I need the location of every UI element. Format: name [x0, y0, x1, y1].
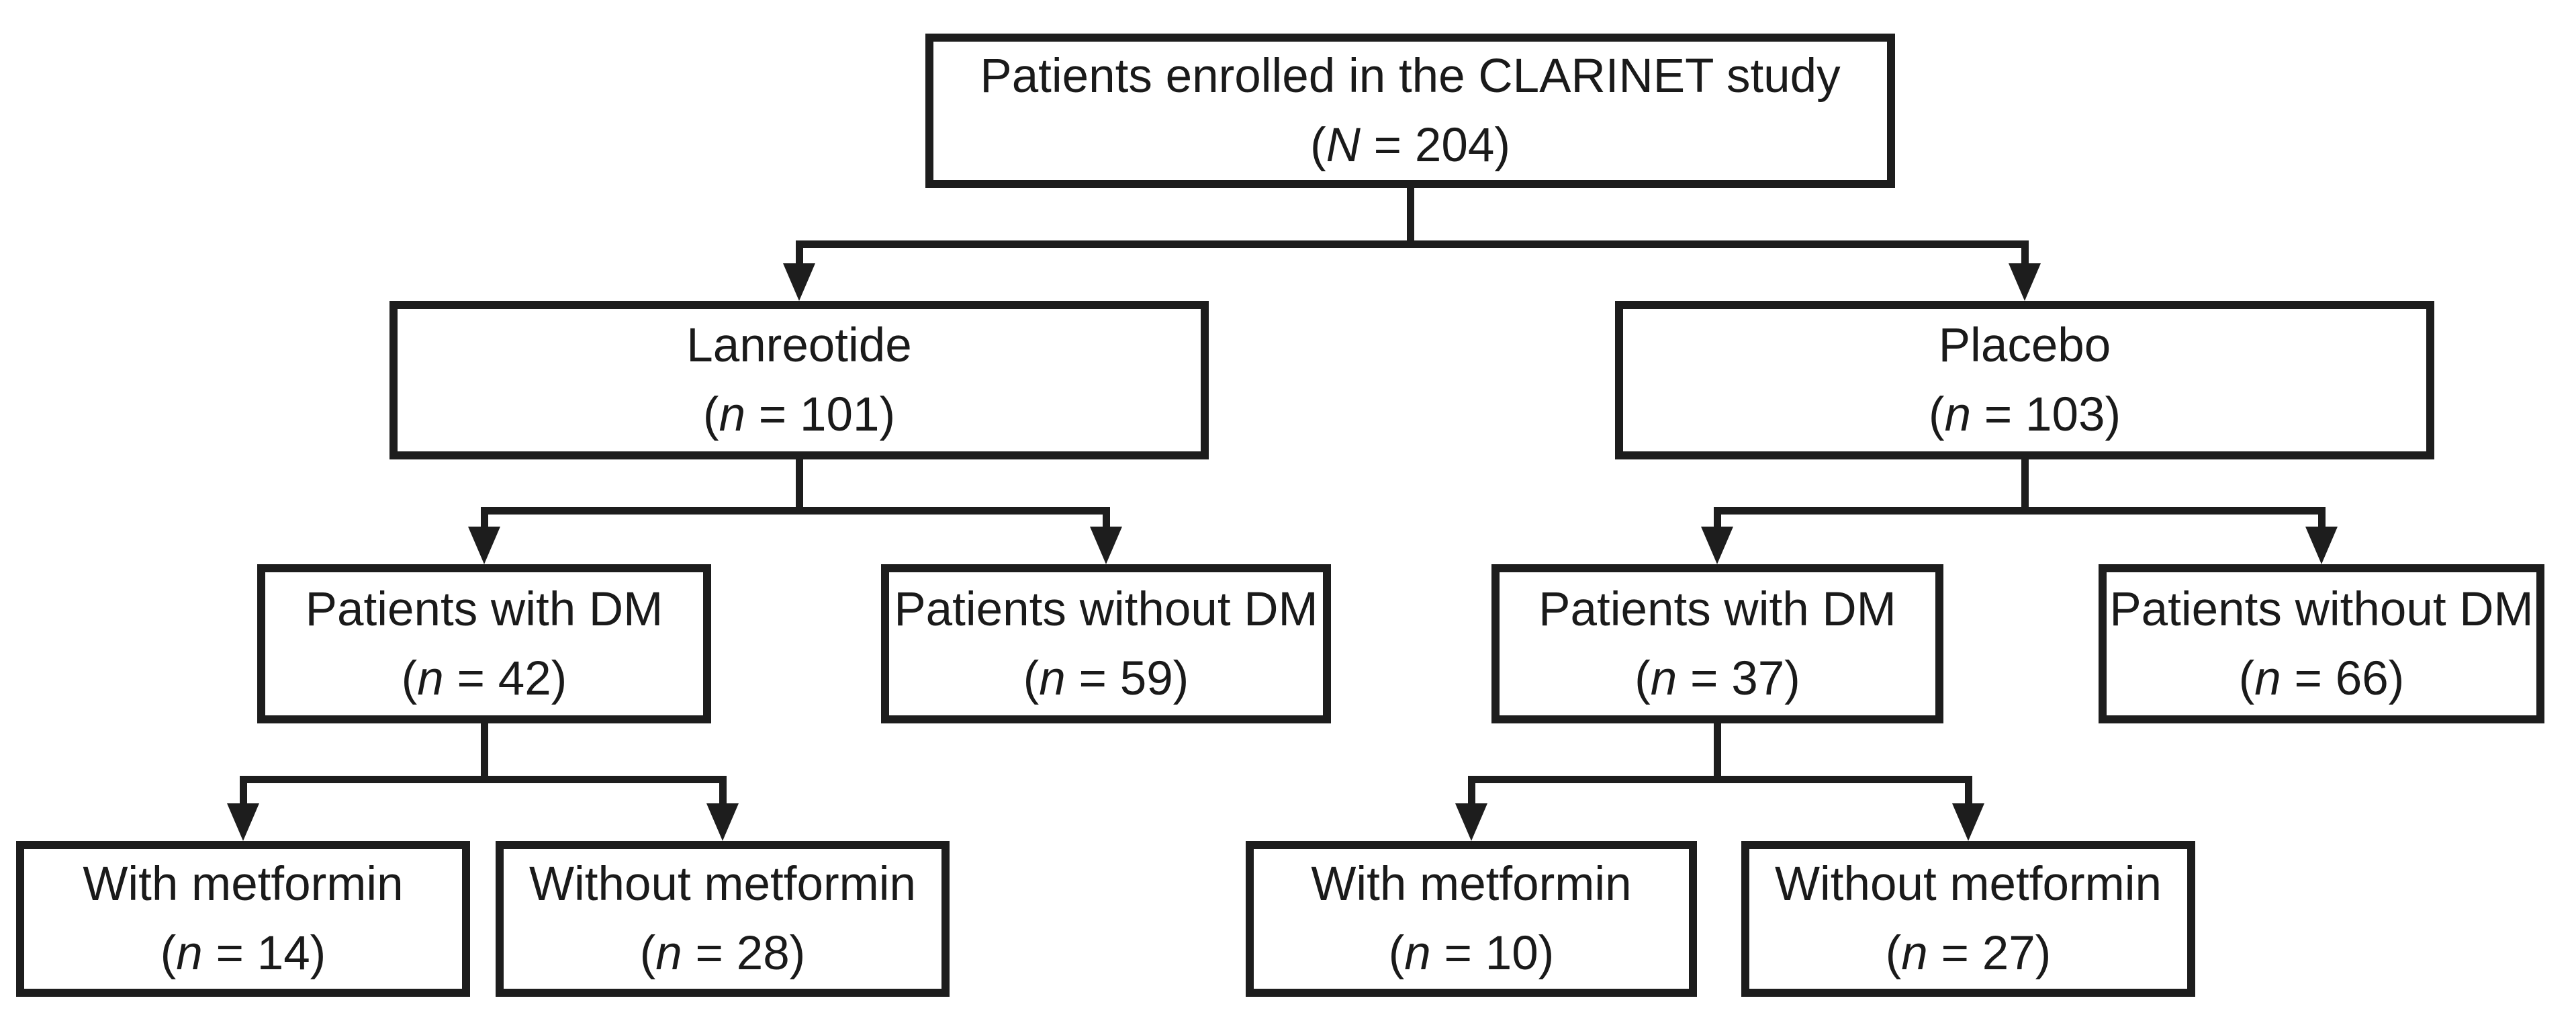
count-value: = 14): [202, 927, 326, 980]
connector-arrow-stem-lanreotide: [796, 240, 803, 266]
arrowhead-placebo: [2009, 263, 2041, 301]
arrowhead-pla-without-dm: [2305, 527, 2338, 564]
connector-arrow-stem-placebo: [2021, 240, 2029, 266]
node-placebo-with-metformin-label: With metformin: [1311, 858, 1632, 911]
count-open-paren: (: [1885, 927, 1902, 980]
node-placebo-label: Placebo: [1938, 319, 2111, 372]
arrowhead-pla-without-metformin: [1952, 803, 1984, 841]
count-symbol: n: [1944, 388, 1972, 441]
count-symbol: n: [719, 388, 746, 441]
connector-bar-lanreotide: [481, 507, 1110, 515]
node-placebo-with-metformin-count: (n = 10): [1389, 919, 1555, 988]
connector-arrow-stem-pla-with-metformin: [1468, 776, 1475, 806]
count-open-paren: (: [1310, 119, 1326, 172]
node-placebo-with-dm-label: Patients with DM: [1538, 582, 1896, 636]
count-value: = 204): [1360, 119, 1510, 172]
node-lanreotide-with-dm-count: (n = 42): [402, 644, 567, 713]
node-placebo-without-metformin-label: Without metformin: [1774, 858, 2162, 911]
count-symbol: n: [2254, 652, 2281, 705]
connector-arrow-stem-pla-without-metformin: [1965, 776, 1972, 806]
node-placebo-count: (n = 103): [1929, 380, 2121, 449]
node-placebo-without-metformin: Without metformin (n = 27): [1741, 841, 2195, 997]
node-placebo-with-dm-count: (n = 37): [1635, 644, 1800, 713]
connector-arrow-stem-lan-with-dm: [481, 507, 488, 529]
node-lanreotide: Lanreotide (n = 101): [389, 301, 1209, 459]
node-lanreotide-without-metformin-count: (n = 28): [640, 919, 806, 988]
count-open-paren: (: [160, 927, 177, 980]
connector-arrow-stem-lan-without-metformin: [719, 776, 727, 806]
arrowhead-lanreotide: [783, 263, 815, 301]
count-value: = 42): [443, 652, 567, 705]
count-symbol: n: [176, 927, 203, 980]
node-placebo-with-dm: Patients with DM (n = 37): [1491, 564, 1943, 723]
connector-arrow-stem-pla-with-dm: [1714, 507, 1721, 529]
count-open-paren: (: [1388, 927, 1405, 980]
count-symbol: n: [1039, 652, 1066, 705]
connector-stem-placebo: [2021, 459, 2029, 515]
arrowhead-pla-with-dm: [1701, 527, 1733, 564]
connector-bar-level1: [796, 240, 2028, 248]
count-value: = 66): [2281, 652, 2405, 705]
node-lanreotide-without-metformin: Without metformin (n = 28): [496, 841, 950, 997]
node-enrolled-count: (N = 204): [1310, 111, 1510, 180]
node-lanreotide-without-dm-label: Patients without DM: [894, 582, 1318, 636]
count-open-paren: (: [1635, 652, 1651, 705]
node-lanreotide-label: Lanreotide: [686, 319, 912, 372]
count-value: = 101): [745, 388, 896, 441]
count-value: = 103): [1971, 388, 2121, 441]
connector-bar-lan-metformin: [240, 776, 727, 783]
node-lanreotide-with-dm-label: Patients with DM: [305, 582, 663, 636]
node-lanreotide-without-dm-count: (n = 59): [1023, 644, 1189, 713]
node-enrolled: Patients enrolled in the CLARINET study …: [925, 34, 1895, 188]
connector-stem-enrolled: [1407, 188, 1414, 248]
count-open-paren: (: [401, 652, 418, 705]
node-placebo-without-metformin-count: (n = 27): [1886, 919, 2052, 988]
count-symbol: N: [1326, 119, 1361, 172]
node-placebo-without-dm: Patients without DM (n = 66): [2099, 564, 2544, 723]
count-open-paren: (: [1928, 388, 1945, 441]
connector-arrow-stem-lan-with-metformin: [240, 776, 247, 806]
count-value: = 27): [1927, 927, 2052, 980]
connector-stem-lanreotide: [796, 459, 803, 515]
node-lanreotide-without-metformin-label: Without metformin: [528, 858, 917, 911]
count-value: = 59): [1065, 652, 1189, 705]
count-open-paren: (: [702, 388, 719, 441]
node-placebo-without-dm-label: Patients without DM: [2109, 582, 2534, 636]
connector-stem-pla-with-dm: [1714, 723, 1721, 783]
node-enrolled-label: Patients enrolled in the CLARINET study: [980, 50, 1841, 103]
node-placebo-without-dm-count: (n = 66): [2239, 644, 2405, 713]
count-value: = 28): [682, 927, 806, 980]
count-open-paren: (: [1023, 652, 1040, 705]
arrowhead-pla-with-metformin: [1455, 803, 1487, 841]
arrowhead-lan-with-dm: [468, 527, 500, 564]
node-lanreotide-with-metformin: With metformin (n = 14): [16, 841, 470, 997]
connector-stem-lan-with-dm: [481, 723, 488, 783]
count-symbol: n: [1901, 927, 1928, 980]
count-open-paren: (: [2238, 652, 2255, 705]
connector-bar-placebo: [1714, 507, 2326, 515]
arrowhead-lan-without-dm: [1090, 527, 1122, 564]
count-symbol: n: [655, 927, 682, 980]
node-lanreotide-count: (n = 101): [703, 380, 895, 449]
connector-arrow-stem-pla-without-dm: [2318, 507, 2326, 529]
node-lanreotide-with-metformin-count: (n = 14): [160, 919, 326, 988]
count-value: = 10): [1430, 927, 1555, 980]
node-placebo-with-metformin: With metformin (n = 10): [1246, 841, 1697, 997]
count-symbol: n: [417, 652, 444, 705]
node-lanreotide-without-dm: Patients without DM (n = 59): [881, 564, 1331, 723]
node-lanreotide-with-dm: Patients with DM (n = 42): [257, 564, 711, 723]
count-open-paren: (: [639, 927, 656, 980]
node-placebo: Placebo (n = 103): [1615, 301, 2434, 459]
arrowhead-lan-with-metformin: [227, 803, 259, 841]
arrowhead-lan-without-metformin: [706, 803, 739, 841]
connector-bar-pla-metformin: [1468, 776, 1972, 783]
node-lanreotide-with-metformin-label: With metformin: [83, 858, 404, 911]
count-symbol: n: [1650, 652, 1677, 705]
count-symbol: n: [1404, 927, 1431, 980]
count-value: = 37): [1677, 652, 1800, 705]
connector-arrow-stem-lan-without-dm: [1103, 507, 1110, 529]
